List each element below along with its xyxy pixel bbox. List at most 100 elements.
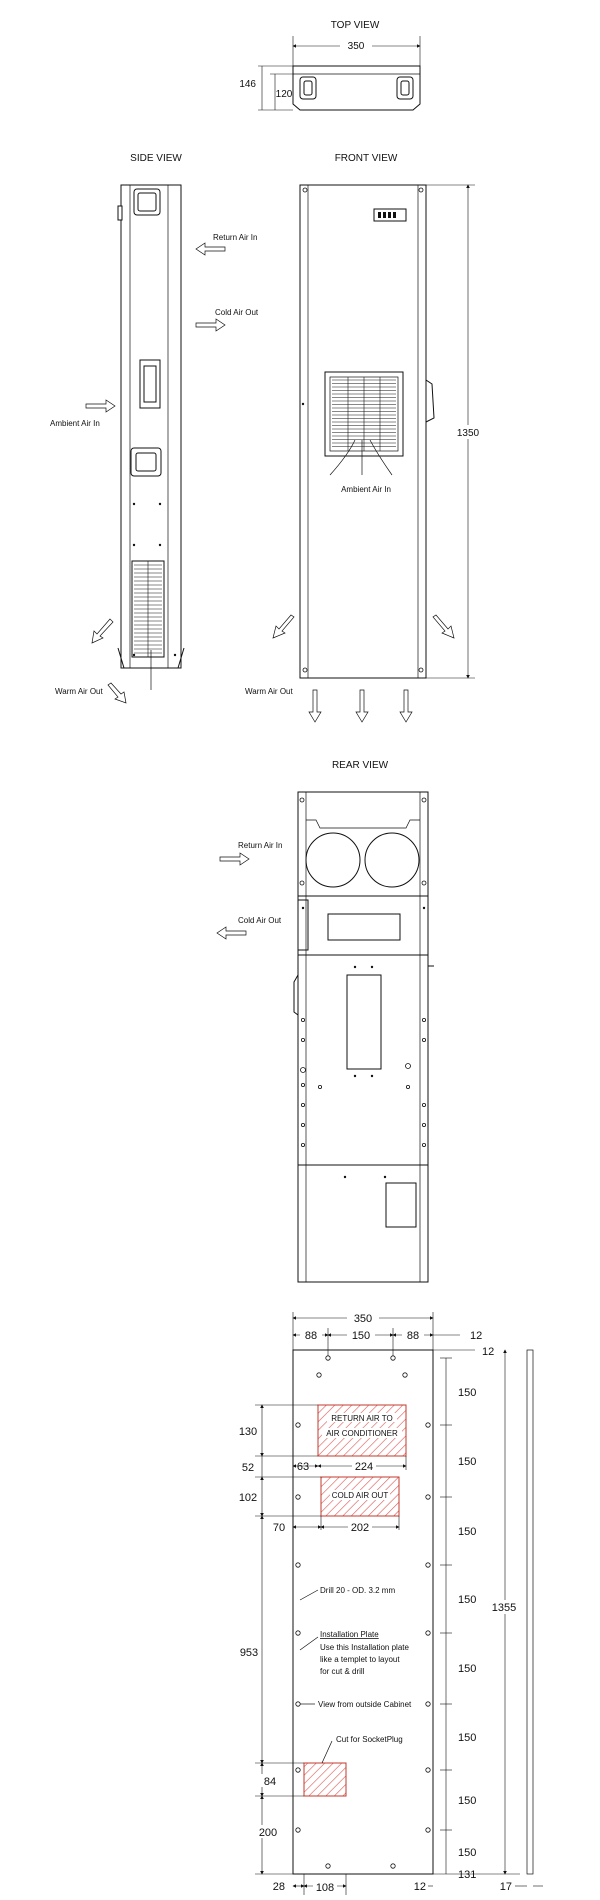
cut-bottom-margin: 12 bbox=[414, 1881, 426, 1893]
mounting-hole bbox=[425, 1630, 431, 1636]
rear-screw-hole bbox=[300, 1018, 305, 1023]
rear-body bbox=[297, 791, 429, 1283]
return-air-box-line2: AIR CONDITIONER bbox=[326, 1429, 398, 1438]
mounting-hole bbox=[390, 1355, 396, 1361]
cut-socket-bottom: 200 bbox=[259, 1827, 277, 1839]
side-view: SIDE VIEW bbox=[117, 153, 185, 690]
cut-bottom-left: 28 bbox=[273, 1881, 285, 1893]
top-depth-b: 120 bbox=[276, 89, 293, 100]
mounting-hole bbox=[316, 1372, 322, 1378]
side-return-air-label: Return Air In bbox=[213, 233, 257, 242]
mounting-hole bbox=[295, 1422, 301, 1428]
front-warm-air-label: Warm Air Out bbox=[245, 687, 293, 696]
rear-screw-hole bbox=[300, 1083, 305, 1088]
cut-top-margin-right: 12 bbox=[482, 1346, 494, 1358]
cut-overall-width: 350 bbox=[354, 1313, 372, 1325]
top-width-dim: 350 bbox=[348, 41, 365, 52]
rear-screw-hole bbox=[421, 1103, 426, 1108]
rear-screw-hole bbox=[421, 1018, 426, 1023]
rear-slot bbox=[346, 974, 382, 1070]
plate-holes bbox=[295, 1355, 431, 1869]
pitch-dimensions: 150 150 150 150 150 150 150 150 131 bbox=[440, 1357, 476, 1881]
plate-edge bbox=[526, 1349, 534, 1875]
mounting-hole bbox=[295, 1767, 301, 1773]
pitch-dim-label: 150 bbox=[458, 1526, 476, 1538]
rear-screw-hole bbox=[317, 1085, 322, 1090]
mounting-hole bbox=[295, 1562, 301, 1568]
mounting-hole bbox=[425, 1827, 431, 1833]
mounting-hole bbox=[325, 1863, 331, 1869]
pitch-dim-label: 150 bbox=[458, 1795, 476, 1807]
cut-long-span: 953 bbox=[240, 1647, 258, 1659]
side-view-title: SIDE VIEW bbox=[130, 153, 182, 164]
plate-note-1: Use this Installation plate bbox=[320, 1643, 409, 1652]
return-air-box-line1: RETURN AIR TO bbox=[331, 1414, 393, 1423]
mounting-hole bbox=[295, 1827, 301, 1833]
plate-note-3: for cut & drill bbox=[320, 1667, 365, 1676]
front-airflow-arrows: Warm Air Out bbox=[245, 614, 455, 723]
rear-screw-hole bbox=[421, 1143, 426, 1148]
cut-socket-width: 108 bbox=[316, 1882, 334, 1894]
side-cold-air-label: Cold Air Out bbox=[215, 308, 259, 317]
pitch-dim-label: 131 bbox=[458, 1869, 476, 1881]
front-grille bbox=[324, 371, 404, 457]
mounting-hole bbox=[425, 1494, 431, 1500]
mounting-hole bbox=[295, 1494, 301, 1500]
top-view: TOP VIEW 350 146 120 bbox=[239, 20, 421, 111]
mounting-hole bbox=[325, 1355, 331, 1361]
pitch-dim-label: 150 bbox=[458, 1387, 476, 1399]
cut-right-offset: 88 bbox=[407, 1330, 419, 1342]
rear-fan-right bbox=[364, 832, 420, 888]
plate-note-2: like a templet to layout bbox=[320, 1655, 400, 1664]
rear-screw-hole bbox=[405, 1085, 410, 1090]
front-ambient-air-label: Ambient Air In bbox=[341, 485, 391, 494]
rear-socket-box bbox=[385, 1182, 417, 1228]
pitch-dim-label: 150 bbox=[458, 1456, 476, 1468]
mounting-hole bbox=[402, 1372, 408, 1378]
cut-gap: 52 bbox=[242, 1462, 254, 1474]
cut-plate-thickness: 17 bbox=[500, 1881, 512, 1893]
mounting-hole bbox=[425, 1767, 431, 1773]
cut-cold-width: 202 bbox=[351, 1522, 369, 1534]
rear-panel-window bbox=[327, 913, 401, 941]
drill-note: Drill 20 - OD. 3.2 mm bbox=[320, 1586, 395, 1595]
front-view: FRONT VIEW 1350 Ambient Air In bbox=[299, 153, 484, 679]
socket-cutout bbox=[303, 1762, 347, 1797]
front-body bbox=[299, 184, 427, 679]
cut-cold-left: 70 bbox=[273, 1522, 285, 1534]
socket-note: Cut for SocketPlug bbox=[336, 1735, 403, 1744]
pitch-dim-label: 150 bbox=[458, 1594, 476, 1606]
rear-airflow-arrows: Return Air In Cold Air Out bbox=[216, 841, 282, 940]
pitch-dim-label: 150 bbox=[458, 1663, 476, 1675]
mounting-hole bbox=[425, 1422, 431, 1428]
front-height-dim: 1350 bbox=[457, 428, 480, 439]
cut-overall-height: 1355 bbox=[492, 1602, 516, 1614]
top-view-title: TOP VIEW bbox=[331, 20, 380, 31]
view-note: View from outside Cabinet bbox=[318, 1700, 412, 1709]
cut-cold-height: 102 bbox=[239, 1492, 257, 1504]
rear-screw-hole bbox=[421, 1123, 426, 1128]
pitch-dim-label: 150 bbox=[458, 1847, 476, 1859]
rear-view-title: REAR VIEW bbox=[332, 760, 389, 771]
top-body bbox=[292, 65, 421, 111]
cutout-drawing: 350 88 150 88 12 12 RETURN AIR TO AIR CO… bbox=[238, 1311, 543, 1895]
front-view-title: FRONT VIEW bbox=[335, 153, 398, 164]
mounting-hole bbox=[390, 1863, 396, 1869]
mounting-hole bbox=[425, 1562, 431, 1568]
mounting-hole bbox=[425, 1701, 431, 1707]
rear-screw-hole bbox=[300, 1123, 305, 1128]
pitch-dim-label: 150 bbox=[458, 1732, 476, 1744]
cut-socket-height: 84 bbox=[264, 1776, 276, 1788]
mounting-hole bbox=[295, 1630, 301, 1636]
mounting-hole bbox=[295, 1701, 301, 1707]
installation-plate bbox=[292, 1349, 434, 1875]
rear-screw-hole bbox=[300, 1143, 305, 1148]
rear-fan-left bbox=[305, 832, 361, 888]
plate-title: Installation Plate bbox=[320, 1630, 379, 1639]
cut-return-left: 63 bbox=[297, 1461, 309, 1473]
cold-air-box-label: COLD AIR OUT bbox=[332, 1491, 389, 1500]
cut-return-height: 130 bbox=[239, 1426, 257, 1438]
cut-hole-spacing: 150 bbox=[352, 1330, 370, 1342]
rear-cold-air-label: Cold Air Out bbox=[238, 916, 282, 925]
